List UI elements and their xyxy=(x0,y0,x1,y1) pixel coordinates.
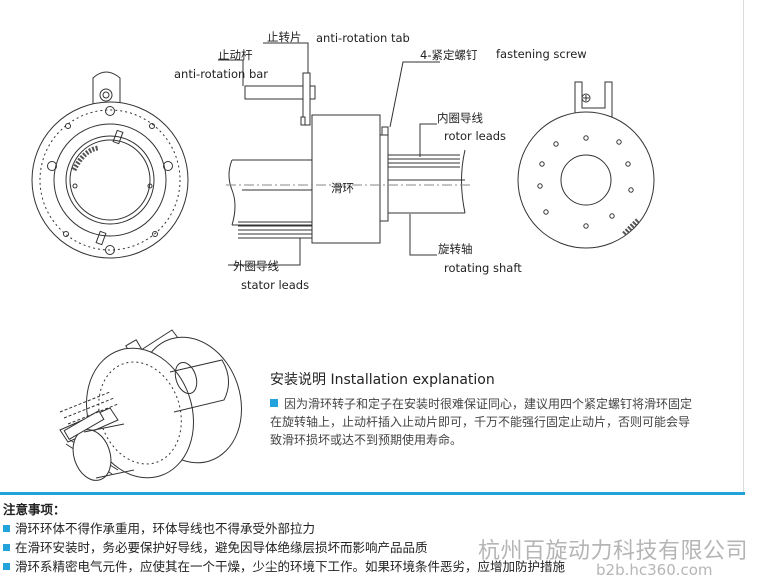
label-stator-cn: 外圈导线 xyxy=(233,259,279,273)
bullet-square-icon xyxy=(270,399,278,407)
left-front-view xyxy=(31,71,189,259)
label-shaft-en: rotating shaft xyxy=(444,261,522,275)
label-anti-bar-en: anti-rotation bar xyxy=(174,67,268,81)
right-back-view xyxy=(517,81,655,249)
note-item: 滑环环体不得作承重用，环体导线也不得承受外部拉力 xyxy=(0,519,767,538)
label-screw-cn: 4-紧定螺钉 xyxy=(420,48,478,62)
middle-side-view xyxy=(218,42,470,266)
accent-divider xyxy=(0,492,745,495)
notes-section: 注意事项： 滑环环体不得作承重用，环体导线也不得承受外部拉力 在滑环安装时，务必… xyxy=(0,500,767,576)
note-text: 在滑环安装时，务必要保护好导线，避免因导体绝缘层损坏而影响产品品质 xyxy=(15,540,428,555)
installation-text: 因为滑环转子和定子在安装时很难保证同心，建议用四个紧定螺钉将滑环固定在旋转轴上，… xyxy=(270,395,700,449)
label-rotor-cn: 内圈导线 xyxy=(437,111,483,125)
bullet-square-icon xyxy=(3,525,10,532)
iso-view xyxy=(59,329,243,481)
diagram-svg: 止转片 anti-rotation tab 止动杆 anti-rotation … xyxy=(31,30,655,481)
label-rotor-en: rotor leads xyxy=(444,129,506,143)
label-anti-tab-en: anti-rotation tab xyxy=(316,31,410,45)
note-item: 滑环系精密电气元件，应使其在一个干燥，少尘的环境下工作。如果环境条件恶劣，应增加… xyxy=(0,557,767,576)
bullet-square-icon xyxy=(3,563,10,570)
notes-title: 注意事项： xyxy=(3,502,66,517)
note-text: 滑环环体不得作承重用，环体导线也不得承受外部拉力 xyxy=(15,521,316,536)
bullet-square-icon xyxy=(3,544,10,551)
note-text: 滑环系精密电气元件，应使其在一个干燥，少尘的环境下工作。如果环境条件恶劣，应增加… xyxy=(15,559,566,574)
installation-title: 安装说明 Installation explanation xyxy=(270,372,495,388)
diagram-panel: 止转片 anti-rotation tab 止动杆 anti-rotation … xyxy=(0,0,745,495)
watermark-url: b2b.hc360.com xyxy=(596,561,713,579)
label-anti-tab-cn: 止转片 xyxy=(267,30,302,44)
label-anti-bar-cn: 止动杆 xyxy=(218,48,253,62)
panel-border xyxy=(743,0,744,494)
label-screw-en: fastening screw xyxy=(496,47,587,61)
watermark-company: 杭州百旋动力科技有限公司 xyxy=(478,539,749,564)
label-slipring-cn: 滑环 xyxy=(331,181,354,195)
note-item: 在滑环安装时，务必要保护好导线，避免因导体绝缘层损坏而影响产品品质 xyxy=(0,538,767,557)
installation-body: 因为滑环转子和定子在安装时很难保证同心，建议用四个紧定螺钉将滑环固定在旋转轴上，… xyxy=(270,397,693,447)
label-stator-en: stator leads xyxy=(241,278,309,292)
label-shaft-cn: 旋转轴 xyxy=(438,242,473,256)
